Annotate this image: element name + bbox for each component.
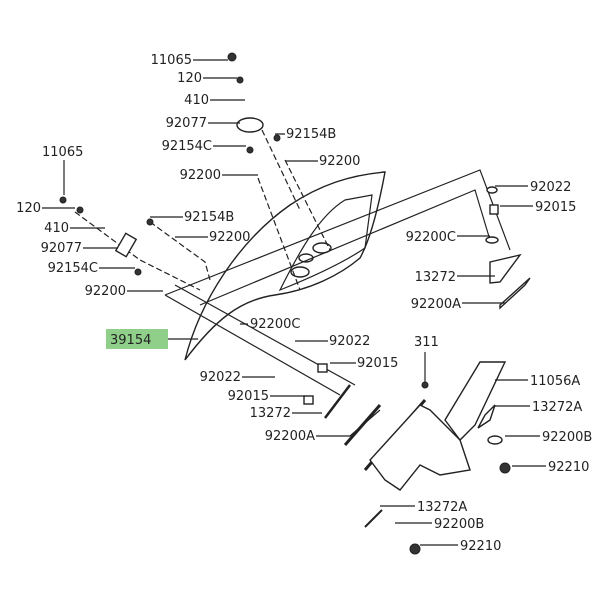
windshield-inner (278, 194, 373, 292)
label-13272A: 13272A (417, 500, 467, 515)
part-11056A (444, 361, 507, 442)
label-92200C: 92200C (406, 230, 456, 245)
stay-line (74, 211, 211, 291)
label-92022: 92022 (329, 334, 370, 349)
label-92154C: 92154C (162, 139, 212, 154)
label-92200: 92200 (319, 154, 360, 169)
label-92210: 92210 (548, 460, 589, 475)
label-11056A: 11056A (530, 374, 580, 389)
label-92022: 92022 (530, 180, 571, 195)
label-92200A: 92200A (265, 429, 315, 444)
hardware (59, 52, 499, 405)
label-120: 120 (177, 71, 202, 86)
bolt-92210 (499, 462, 511, 474)
leader-lines (42, 59, 546, 546)
label-92210: 92210 (460, 539, 501, 554)
label-92154B: 92154B (184, 210, 234, 225)
grommet-hole (290, 266, 310, 278)
windshield-part (184, 171, 386, 361)
part-13272 (489, 253, 522, 284)
stay-line (257, 129, 331, 291)
label-410: 410 (184, 93, 209, 108)
highlight-39154 (106, 329, 168, 349)
label-92015: 92015 (535, 200, 576, 215)
label-92200B: 92200B (542, 430, 592, 445)
label-13272A: 13272A (532, 400, 582, 415)
label-39154[interactable]: 39154 (110, 333, 151, 348)
label-92154B: 92154B (286, 127, 336, 142)
label-92077: 92077 (41, 241, 82, 256)
lower-bracket (369, 404, 471, 491)
label-92200: 92200 (85, 284, 126, 299)
label-92200C: 92200C (250, 317, 300, 332)
bolt-13272A (364, 509, 383, 528)
label-13272: 13272 (415, 270, 456, 285)
bolt-92210 (409, 543, 421, 555)
grommet-hole (312, 242, 332, 254)
label-311: 311 (414, 335, 439, 350)
label-92200: 92200 (180, 168, 221, 183)
bracket-rail (164, 294, 341, 396)
label-92077: 92077 (166, 116, 207, 131)
label-92022: 92022 (200, 370, 241, 385)
label-11065: 11065 (151, 53, 192, 68)
bar-13272 (324, 384, 351, 419)
label-120: 120 (16, 201, 41, 216)
bracket-rail (164, 169, 511, 296)
label-92200: 92200 (209, 230, 250, 245)
label-13272: 13272 (250, 406, 291, 421)
label-11065: 11065 (42, 145, 83, 160)
washer-92200B (487, 435, 503, 445)
label-92015: 92015 (357, 356, 398, 371)
label-92015: 92015 (228, 389, 269, 404)
label-410: 410 (44, 221, 69, 236)
label-92200A: 92200A (411, 297, 461, 312)
label-92200B: 92200B (434, 517, 484, 532)
label-92154C: 92154C (48, 261, 98, 276)
part-92200A (499, 277, 531, 310)
part-13272A (477, 404, 496, 429)
